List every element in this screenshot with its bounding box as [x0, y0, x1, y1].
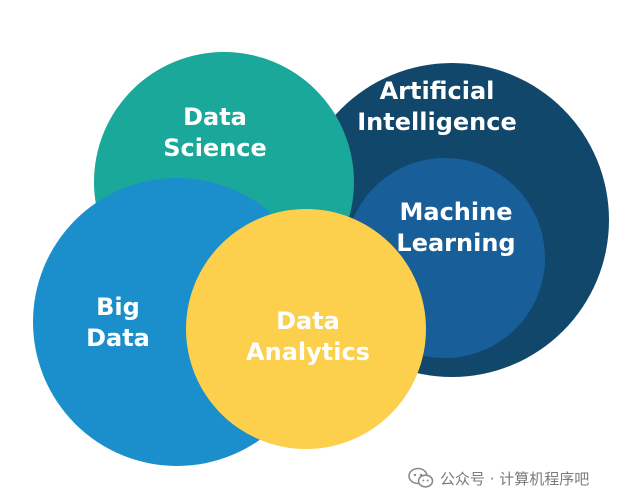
label-machine-learning: Machine Learning	[388, 197, 524, 259]
label-line: Artificial	[379, 77, 495, 105]
circle-data-analytics	[186, 209, 426, 449]
label-line: Data	[183, 103, 247, 131]
label-line: Analytics	[246, 338, 370, 366]
label-data-analytics: Data Analytics	[238, 306, 378, 368]
label-line: Big	[96, 293, 140, 321]
label-line: Data	[276, 307, 340, 335]
label-data-science: Data Science	[160, 102, 270, 164]
label-line: Learning	[396, 229, 516, 257]
wechat-icon	[408, 467, 434, 488]
label-artificial-intelligence: Artificial Intelligence	[357, 76, 517, 138]
label-line: Machine	[399, 198, 513, 226]
watermark: 公众号 · 计算机程序吧	[408, 465, 589, 491]
label-line: Intelligence	[357, 108, 517, 136]
label-big-data: Big Data	[78, 292, 158, 354]
watermark-text: 公众号 · 计算机程序吧	[440, 469, 590, 488]
label-line: Science	[163, 134, 267, 162]
label-line: Data	[86, 324, 150, 352]
